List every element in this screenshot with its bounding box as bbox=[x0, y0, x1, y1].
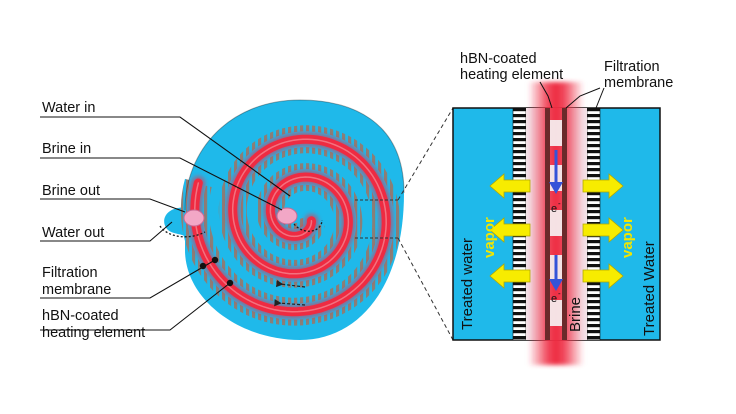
heater-dot bbox=[226, 279, 234, 287]
vapor-arrow-right-2 bbox=[582, 217, 624, 243]
leader-brine-out bbox=[40, 198, 186, 213]
label-treated-water-left: Treated water bbox=[459, 238, 476, 330]
spiral-module bbox=[159, 99, 405, 340]
xsec-leader-membrane-a bbox=[565, 87, 601, 109]
label-brine-out: Brine out bbox=[42, 183, 100, 199]
label-membrane-2: membrane bbox=[42, 282, 111, 298]
flow-arrow-1 bbox=[275, 279, 306, 288]
electron-arrow-top: e - bbox=[549, 150, 563, 215]
leader-water-out bbox=[40, 221, 173, 242]
zoom-box bbox=[355, 199, 398, 239]
leader-membrane bbox=[40, 259, 216, 299]
xsec-label-membrane-2: membrane bbox=[604, 75, 673, 91]
label-water-in: Water in bbox=[42, 100, 95, 116]
label-brine-in: Brine in bbox=[42, 141, 91, 157]
heater-wall-right bbox=[562, 108, 567, 340]
label-membrane-1: Filtration bbox=[42, 265, 98, 281]
leader-heater bbox=[40, 282, 231, 331]
vapor-arrow-left-3 bbox=[489, 263, 531, 289]
vapor-arrow-left-2 bbox=[489, 217, 531, 243]
label-vapor-right: vapor bbox=[619, 217, 636, 258]
membrane-dot bbox=[211, 256, 219, 264]
electron-label-top: e bbox=[551, 203, 557, 215]
label-vapor-left: vapor bbox=[481, 217, 498, 258]
zoom-line-bottom bbox=[397, 237, 454, 341]
heater-gap-1 bbox=[550, 120, 562, 146]
brine-in-port bbox=[276, 207, 298, 225]
xsec-label-heater-1: hBN-coated bbox=[460, 51, 537, 67]
heater-gap-3 bbox=[550, 210, 562, 236]
xsec-leader-heater bbox=[539, 81, 553, 109]
leader-lines bbox=[40, 116, 291, 331]
vapor-arrow-right-3 bbox=[582, 263, 624, 289]
label-treated-water-right: Treated Water bbox=[641, 241, 658, 336]
leader-brine-in bbox=[40, 157, 283, 211]
xsec-leader-membrane-b bbox=[595, 87, 605, 109]
electron-label-bottom: e bbox=[551, 293, 557, 305]
heater-wall-left bbox=[545, 108, 550, 340]
label-heater-2: heating element bbox=[42, 325, 145, 341]
xsec-label-membrane-1: Filtration bbox=[604, 59, 660, 75]
water-out-dotted bbox=[159, 219, 323, 238]
spiral-membrane-outer bbox=[180, 125, 401, 326]
xsec-label-heater-2: heating element bbox=[460, 67, 563, 83]
svg-text:-: - bbox=[558, 289, 561, 298]
label-water-out: Water out bbox=[42, 225, 104, 241]
flow-arrow-2 bbox=[274, 299, 306, 307]
brine-out-port bbox=[183, 209, 205, 227]
zoom-line-top bbox=[397, 107, 454, 201]
vapor-arrow-left-1 bbox=[489, 173, 531, 199]
cross-section: e - e - Treated water vapor Brine vapor … bbox=[452, 82, 661, 365]
svg-text:-: - bbox=[558, 199, 561, 208]
spiral-heater-highlight bbox=[194, 138, 387, 313]
electron-arrow-bottom: e - bbox=[549, 255, 563, 305]
shell-outline bbox=[184, 99, 405, 211]
leader-water-in bbox=[40, 116, 291, 197]
heater-gap-5 bbox=[550, 300, 562, 326]
label-heater-1: hBN-coated bbox=[42, 308, 119, 324]
label-brine: Brine bbox=[567, 297, 584, 332]
vapor-arrows bbox=[489, 173, 624, 289]
vapor-arrow-right-1 bbox=[582, 173, 624, 199]
membrane-dot-2 bbox=[199, 262, 207, 270]
